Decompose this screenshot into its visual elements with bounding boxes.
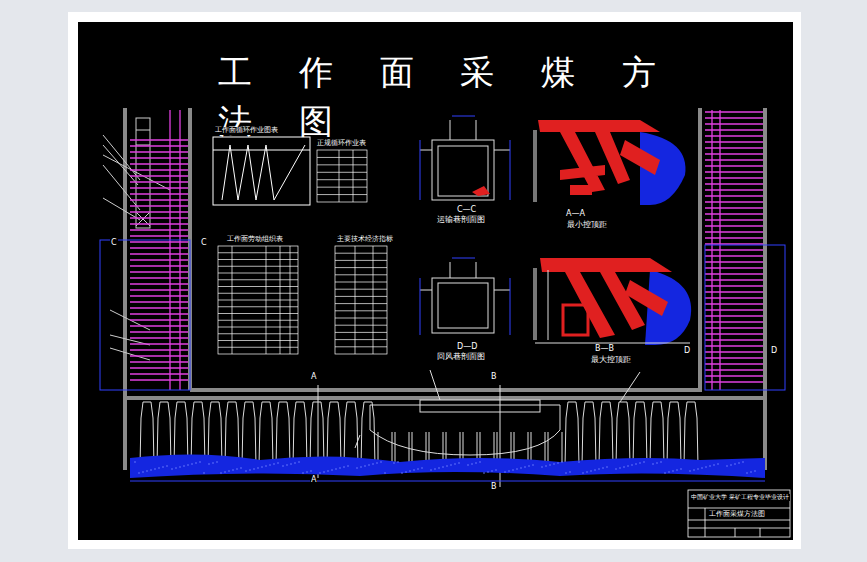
title-block-text: 工作面采煤方法图 <box>708 511 766 519</box>
cut-mark: C <box>200 239 208 248</box>
title-block-text: 中国矿业大学 采矿工程专业毕业设计 <box>690 494 790 501</box>
section-caption: 最大控顶距 <box>590 356 632 365</box>
section-caption: 回风巷剖面图 <box>436 353 486 362</box>
cut-mark: D <box>683 347 691 356</box>
cut-mark: C <box>110 239 118 248</box>
section-mark: A—A <box>565 210 586 219</box>
cut-mark: A <box>310 373 317 382</box>
drawing-title: 工 作 面 采 煤 方 法 图 <box>218 48 708 147</box>
cut-mark: D <box>770 347 778 356</box>
section-caption: 运输巷剖面图 <box>436 216 486 225</box>
cut-mark: A <box>310 476 317 485</box>
cut-mark: B <box>490 373 498 382</box>
section-caption: 最小控顶距 <box>566 221 608 230</box>
section-mark: C—C <box>456 206 477 215</box>
section-mark: B—B <box>594 345 615 354</box>
table-title: 主要技术经济指标 <box>336 236 394 244</box>
section-mark: D—D <box>456 343 478 352</box>
cut-mark: B <box>490 483 498 492</box>
table-title: 工作面循环作业图表 <box>214 127 279 135</box>
table-title: 正规循环作业表 <box>316 140 367 148</box>
table-title: 工作面劳动组织表 <box>226 236 284 244</box>
